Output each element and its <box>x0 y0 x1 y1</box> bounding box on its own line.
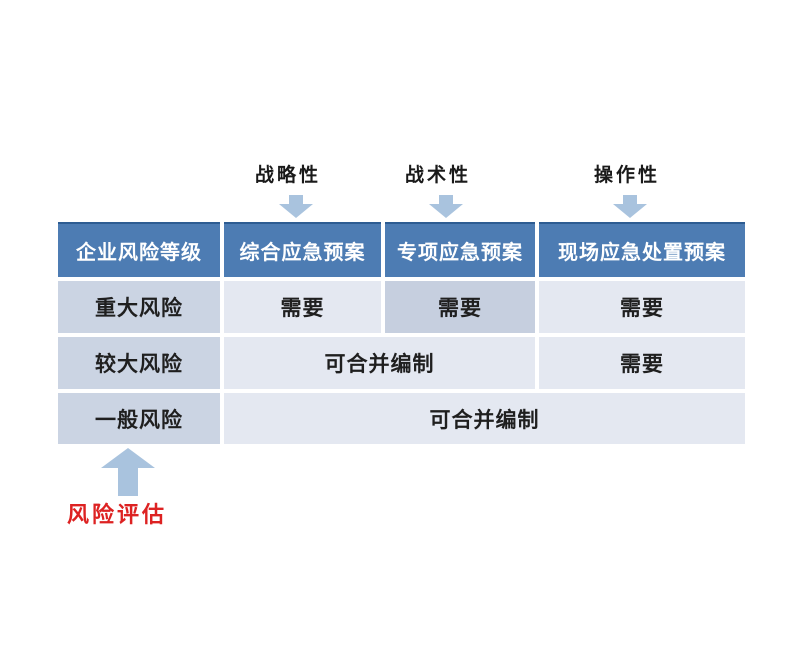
header-special-plan: 专项应急预案 <box>385 222 535 277</box>
down-arrow-icon <box>613 195 647 218</box>
cell-larger-merged: 可合并编制 <box>224 337 535 389</box>
plan-type-label-strategic: 战略性 <box>254 164 322 186</box>
header-onsite-disposal-plan: 现场应急处置预案 <box>539 222 745 277</box>
plan-type-label-tactical: 战术性 <box>404 164 472 186</box>
cell-general-merged: 可合并编制 <box>224 393 745 444</box>
risk-assessment-label: 风险评估 <box>67 503 168 528</box>
risk-plan-table: 企业风险等级 综合应急预案 专项应急预案 现场应急处置预案 重大风险 需要 需要… <box>58 222 745 444</box>
header-comprehensive-plan: 综合应急预案 <box>224 222 381 277</box>
row-label-general-risk: 一般风险 <box>58 393 220 444</box>
cell-major-onsite: 需要 <box>539 281 745 333</box>
header-enterprise-risk-level: 企业风险等级 <box>58 222 220 277</box>
up-arrow-icon <box>101 448 155 496</box>
down-arrow-icon <box>429 195 463 218</box>
cell-larger-onsite: 需要 <box>539 337 745 389</box>
row-label-major-risk: 重大风险 <box>58 281 220 333</box>
cell-major-special: 需要 <box>385 281 535 333</box>
plan-type-label-operational: 操作性 <box>593 164 661 186</box>
down-arrow-icon <box>279 195 313 218</box>
cell-major-comprehensive: 需要 <box>224 281 381 333</box>
row-label-larger-risk: 较大风险 <box>58 337 220 389</box>
